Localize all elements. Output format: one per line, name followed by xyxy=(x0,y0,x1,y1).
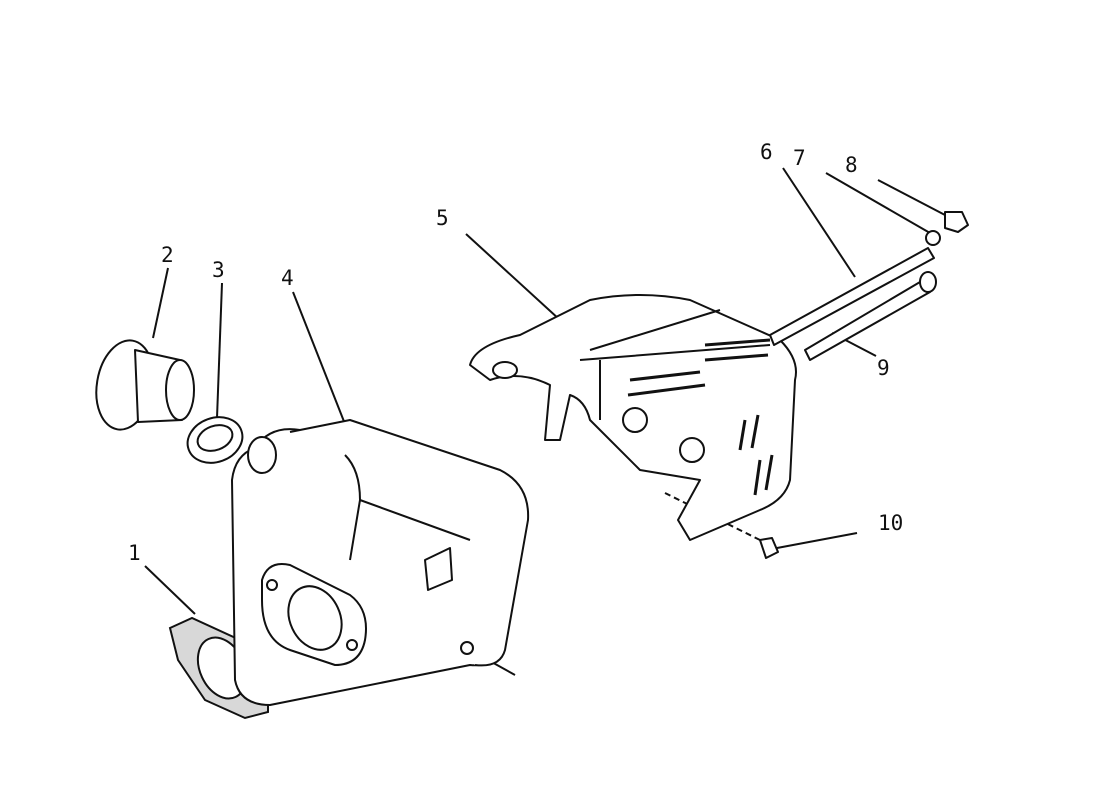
callout-9: 9 xyxy=(877,356,890,380)
callout-8: 8 xyxy=(845,153,858,177)
callout-6: 6 xyxy=(760,140,773,164)
bolt-parts xyxy=(759,211,969,559)
callout-1: 1 xyxy=(128,541,141,565)
callout-4: 4 xyxy=(281,266,294,290)
heat-shield-part xyxy=(469,294,797,541)
clamp-ring-part xyxy=(186,416,244,464)
callout-3: 3 xyxy=(212,258,225,282)
muffler-part xyxy=(231,419,530,706)
callout-7: 7 xyxy=(793,146,806,170)
callout-5: 5 xyxy=(436,206,449,230)
outlet-flange-part xyxy=(95,339,195,431)
callout-10: 10 xyxy=(878,511,904,535)
callout-2: 2 xyxy=(161,243,174,267)
